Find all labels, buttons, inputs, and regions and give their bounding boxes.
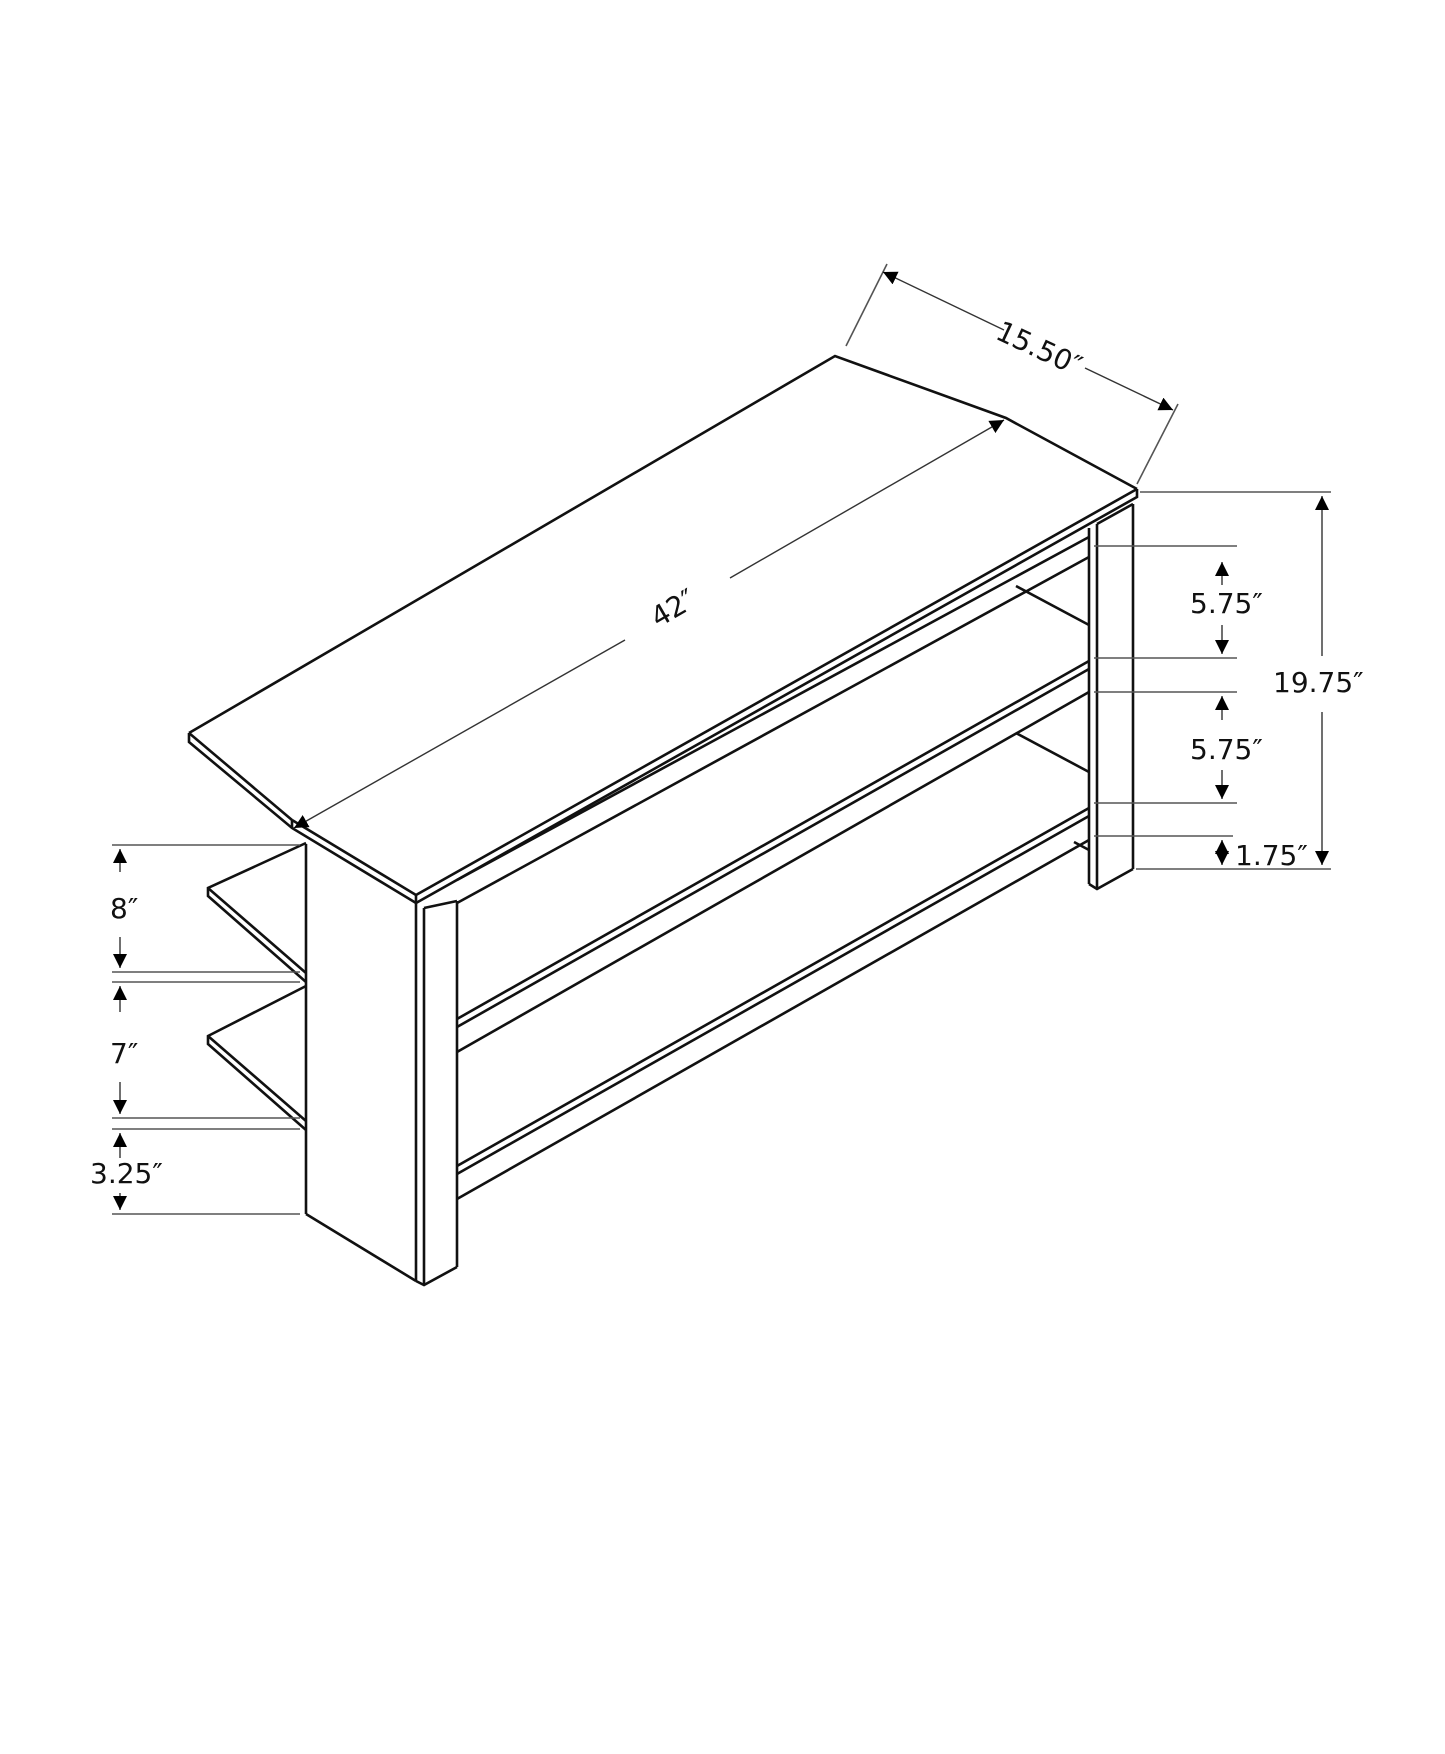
left-corner-shelf-lower: [206, 984, 307, 1131]
right-shelf-gap-top-label: 5.75″: [1190, 587, 1263, 620]
depth-label: 15.50″: [991, 314, 1087, 382]
middle-shelf: [456, 584, 1090, 1054]
tv-stand: [187, 354, 1139, 1287]
right-height-dimensions: 5.75″ 5.75″ 1.75″ 19.75″: [1094, 491, 1364, 872]
right-shelf-gap-middle-label: 5.75″: [1190, 733, 1263, 766]
tabletop: [187, 354, 1139, 905]
left-height-dimensions: 8″ 7″ 3.25″: [90, 844, 300, 1215]
width-label: 42″: [645, 582, 701, 634]
right-leg: [1087, 502, 1135, 891]
left-corner-shelf-upper: [206, 841, 307, 983]
bottom-shelf: [456, 731, 1090, 1201]
depth-dimension: 15.50″: [845, 263, 1179, 485]
left-bottom-clearance-label: 3.25″: [90, 1157, 163, 1190]
front-left-leg: [414, 899, 459, 1287]
left-shelf-gap-middle-label: 7″: [110, 1037, 138, 1070]
right-bottom-clearance-label: 1.75″: [1235, 839, 1308, 872]
left-end-panel: [304, 844, 417, 1283]
left-shelf-gap-top-label: 8″: [110, 892, 138, 925]
top-apron: [456, 535, 1090, 905]
total-height-label: 19.75″: [1273, 666, 1364, 699]
